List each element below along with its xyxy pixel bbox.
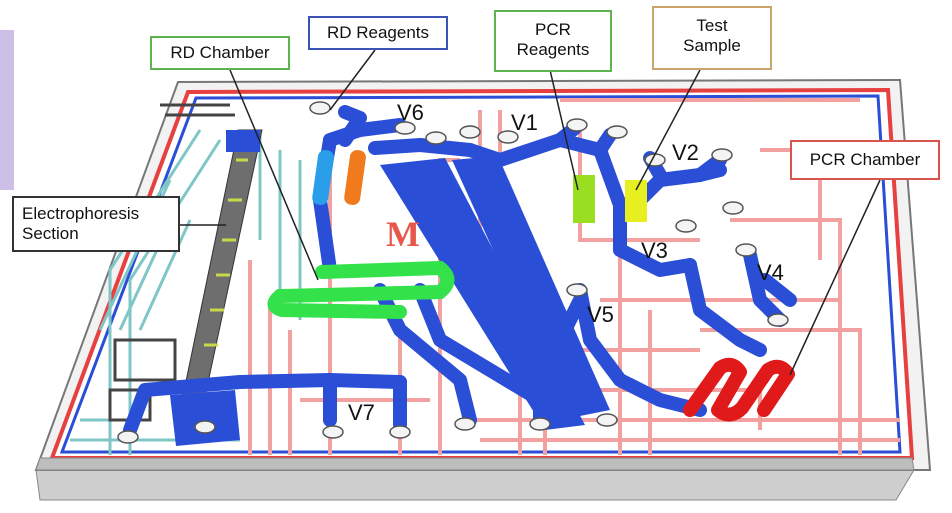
- rd-chamber: [267, 260, 455, 319]
- callout-electrophoresis-line2: Section: [22, 224, 79, 243]
- callout-electrophoresis-line1: Electrophoresis: [22, 204, 140, 223]
- callout-rd-chamber-label: RD Chamber: [170, 43, 270, 62]
- chip-front-rail: [35, 457, 915, 471]
- callout-test-sample-line1: Test: [696, 16, 728, 35]
- test-sample-segment: [625, 180, 647, 222]
- rd-reagent-segment-lightblue: [312, 150, 334, 205]
- chip-base-edge: [35, 469, 915, 501]
- callout-electrophoresis-section: Electrophoresis Section: [12, 196, 180, 252]
- rd-reagent-segment-orange: [344, 150, 366, 205]
- callout-rd-reagents: RD Reagents: [308, 16, 448, 50]
- valve-label-v4: V4: [757, 260, 784, 285]
- callout-pcr-chamber-label: PCR Chamber: [809, 150, 921, 169]
- valve-label-v6: V6: [397, 100, 424, 125]
- background-edge: [0, 30, 14, 190]
- callout-pcr-reagents-line2: Reagents: [516, 40, 590, 59]
- chip-outline-blue: [59, 94, 902, 454]
- callout-leaders: [180, 49, 881, 376]
- pcr-reagent-segment: [573, 175, 595, 223]
- pcr-chamber: [683, 357, 795, 422]
- callout-test-sample-line2: Sample: [683, 36, 741, 55]
- wide-channels: [170, 156, 610, 446]
- electrode-pads: [108, 103, 235, 422]
- valve-label-v3: V3: [641, 238, 668, 263]
- valve-label-v1: V1: [511, 110, 538, 135]
- callout-pcr-chamber: PCR Chamber: [790, 140, 940, 180]
- reservoir-ports: [117, 101, 789, 444]
- callout-rd-chamber: RD Chamber: [150, 36, 290, 70]
- valve-label-v7: V7: [348, 400, 375, 425]
- electrophoresis-reservoir-top: [226, 130, 260, 152]
- valve-label-v5: V5: [587, 302, 614, 327]
- chip-logo-m: M: [386, 214, 420, 254]
- callout-pcr-reagents-line1: PCR: [535, 20, 571, 39]
- callout-pcr-reagents: PCR Reagents: [494, 10, 612, 72]
- callout-test-sample: Test Sample: [652, 6, 772, 70]
- valve-label-v2: V2: [672, 140, 699, 165]
- heater-traces: [248, 98, 900, 455]
- callout-rd-reagents-label: RD Reagents: [326, 23, 430, 42]
